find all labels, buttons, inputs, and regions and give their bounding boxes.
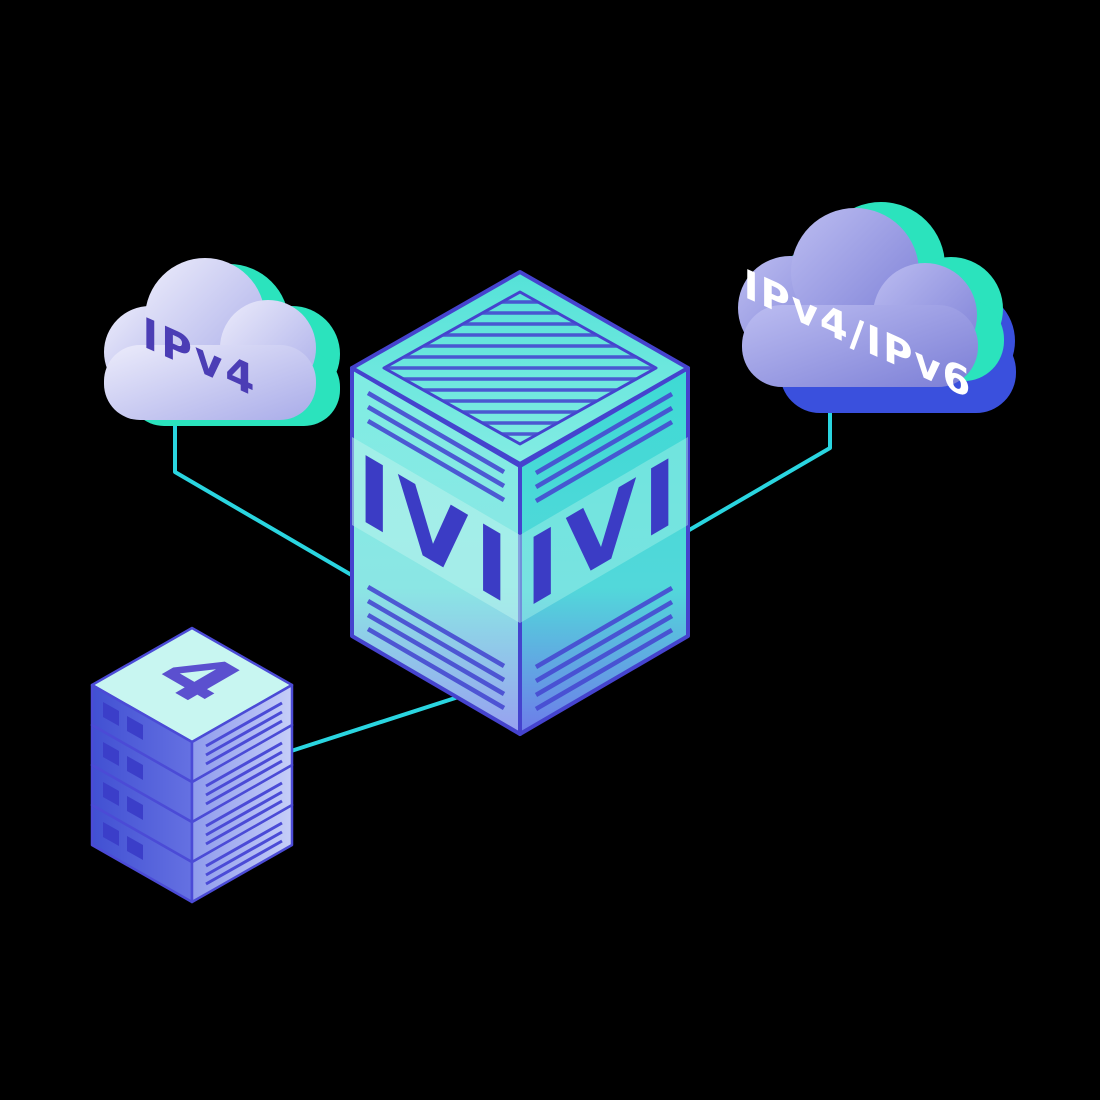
server-vent-lines	[205, 781, 283, 846]
server-slot	[127, 756, 143, 780]
cube-right-face-band	[520, 437, 688, 623]
server-stack: 4	[90, 626, 294, 904]
ipv4-cloud: IPv4	[104, 258, 340, 426]
connection-line-left-cloud	[173, 406, 422, 617]
connection-line-server-stack	[286, 688, 482, 754]
server-slot	[103, 702, 119, 726]
cube-top-stripes	[384, 300, 656, 436]
server-slot	[127, 836, 143, 860]
server-slot	[103, 822, 119, 846]
cube-top-inner-panel	[382, 290, 658, 446]
server-slot	[103, 782, 119, 806]
server-vent-lines	[205, 741, 283, 806]
cube-right-face-stripes	[534, 392, 674, 711]
ivi-translator-cube: IVI IVI	[350, 270, 690, 736]
ipv4-ipv6-cloud: IPv4/IPv6	[738, 202, 1016, 413]
server-unit: 4	[90, 626, 294, 784]
server-vent-lines	[205, 821, 283, 886]
server-vent-lines	[205, 701, 283, 766]
cube-left-face-band	[352, 437, 520, 623]
server-slot	[103, 742, 119, 766]
server-slot	[127, 716, 143, 740]
cube-left-face-stripes	[366, 391, 506, 710]
server-slot	[127, 796, 143, 820]
